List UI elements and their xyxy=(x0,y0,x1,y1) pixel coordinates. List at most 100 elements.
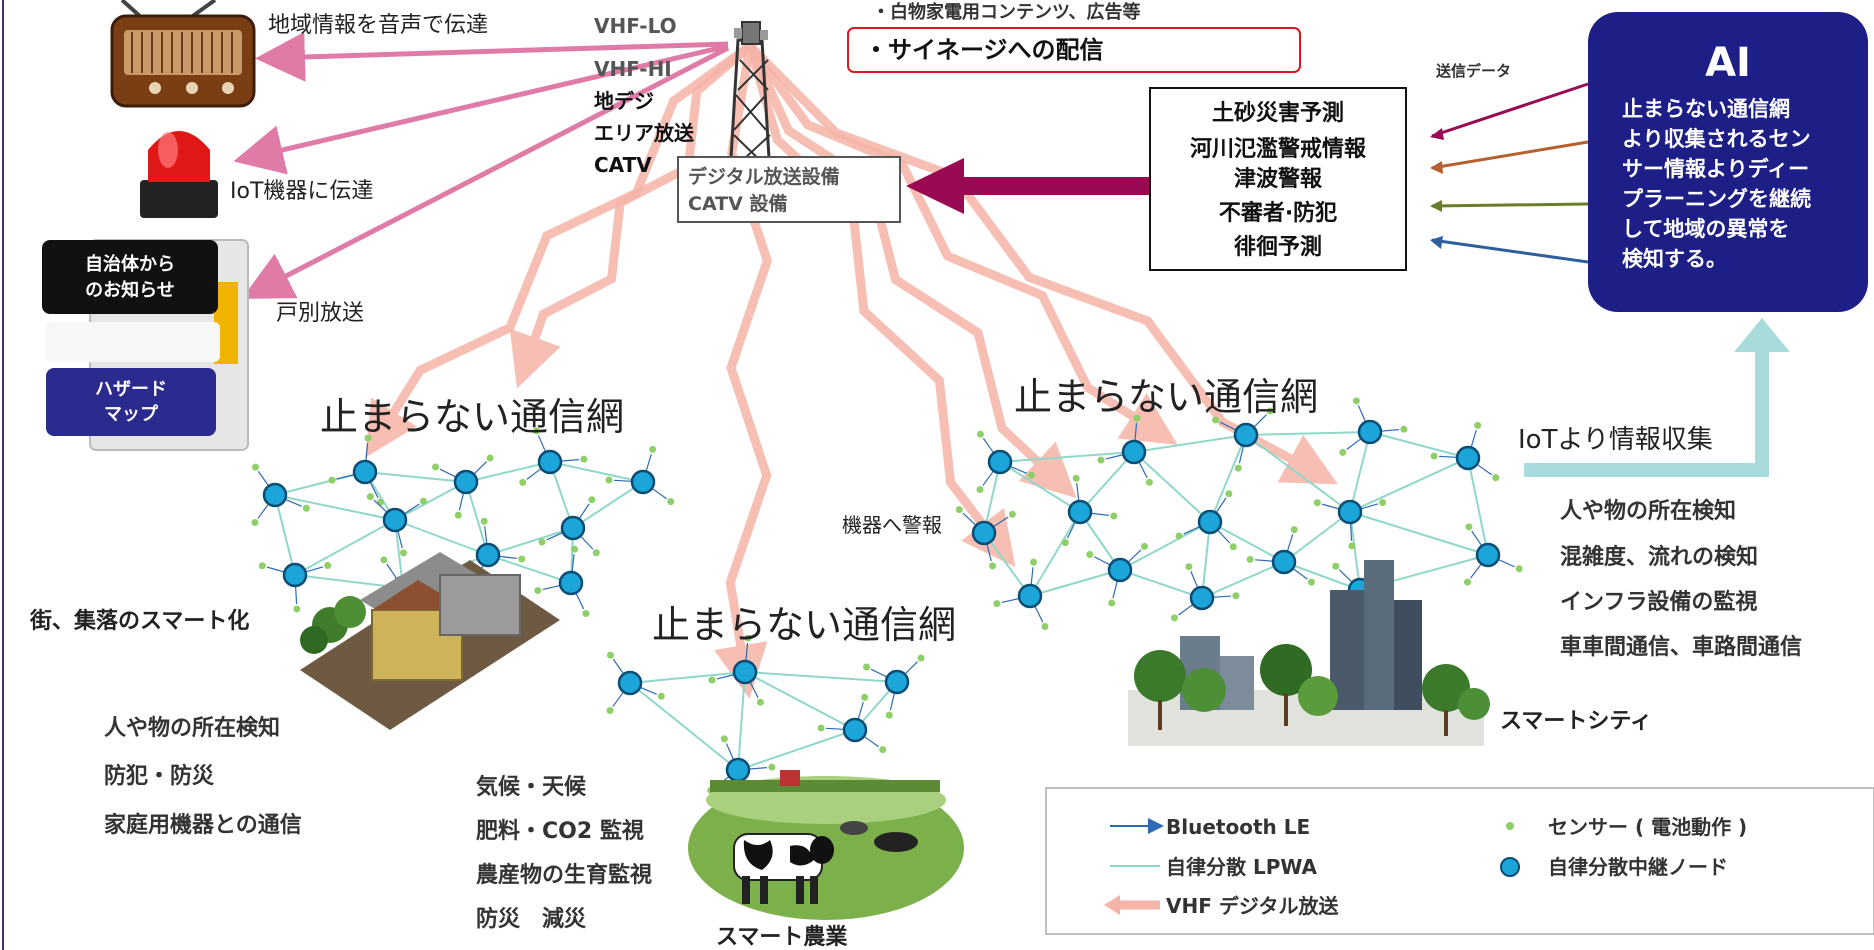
vhf-beam-5 xyxy=(509,42,753,389)
town-mesh-link xyxy=(394,481,467,521)
town-mesh-ble-link xyxy=(404,503,420,514)
farm-mesh-link xyxy=(629,682,739,771)
town-mesh-sensor xyxy=(519,478,527,486)
farm-mesh-ble-link xyxy=(716,674,734,680)
city-mesh-link xyxy=(1369,431,1469,459)
city-mesh-sensor xyxy=(993,600,1001,608)
city-mesh-ble-link xyxy=(1361,503,1379,510)
town-mesh-sensor xyxy=(366,493,374,501)
town-mesh-ble-link xyxy=(386,563,397,579)
farm-mesh-ble-link xyxy=(864,736,880,748)
city-mesh-ble-link xyxy=(1498,559,1515,568)
city-mesh-relay-node xyxy=(1271,549,1297,575)
city-mesh-relay-node xyxy=(1017,583,1043,609)
city-mesh-link xyxy=(1349,511,1361,591)
city-mesh-sensor xyxy=(955,506,963,514)
city-mesh-link xyxy=(1029,569,1121,597)
farm-mesh-ble-link xyxy=(612,692,624,707)
town-mesh-sensor xyxy=(251,518,259,526)
city-mesh-relay-node xyxy=(987,449,1013,475)
radio-icon xyxy=(110,0,256,108)
city-mesh-ble-link xyxy=(1217,530,1231,544)
city-mesh-sensor xyxy=(1072,474,1080,482)
town-mesh-ble-link xyxy=(369,482,379,499)
ai-body-4: して地域の異常を xyxy=(1622,217,1789,241)
city-mesh-ble-link xyxy=(1076,483,1080,501)
city-mesh-link xyxy=(1209,521,1285,563)
town-mesh-link xyxy=(274,494,296,576)
town-mesh-ble-link xyxy=(474,461,487,474)
town-use-0: 人や物の所在検知 xyxy=(104,715,280,741)
farm-use-2: 農産物の生育監視 xyxy=(476,862,652,888)
cow-icon xyxy=(733,833,834,904)
ai-body-1: より収集されるセン xyxy=(1622,127,1811,151)
hazard-map-badge: ハザード マップ xyxy=(46,368,216,436)
city-mesh-ble-link xyxy=(1105,454,1123,460)
farm-use-0: 気候・天候 xyxy=(476,774,587,800)
frequency-labels: VHF-LO VHF-HI 地デジ エリア放送 CATV xyxy=(594,14,695,177)
network-title-right: 止まらない通信網 xyxy=(1014,375,1318,419)
prediction-arrow xyxy=(906,158,1150,214)
prediction-4: 徘徊予測 xyxy=(1234,235,1322,260)
town-mesh-ble-link xyxy=(306,566,324,573)
city-mesh-sensor xyxy=(1266,407,1274,415)
town-mesh-sensor xyxy=(588,496,596,504)
farm-mesh-ble-link xyxy=(640,687,657,695)
city-mesh-ble-link xyxy=(1213,595,1231,598)
town-mesh-sensor xyxy=(454,511,462,519)
city-mesh-sensor xyxy=(1474,421,1482,429)
hazard-line1: ハザード xyxy=(95,379,167,400)
city-mesh-ble-link xyxy=(962,512,976,526)
town-mesh-link xyxy=(364,471,467,483)
city-mesh-ble-link xyxy=(1134,423,1138,441)
city-mesh-relay-node xyxy=(1189,585,1215,611)
city-use-0: 人や物の所在検知 xyxy=(1560,498,1736,524)
town-mesh-relay-node xyxy=(352,459,378,485)
city-mesh-ble-link xyxy=(993,516,1009,527)
city-mesh-relay-node xyxy=(1357,419,1383,445)
town-mesh-ble-link xyxy=(336,474,354,480)
town-mesh-ble-link xyxy=(373,499,387,513)
alert-label: 機器へ警報 xyxy=(842,513,942,537)
legend-relay: 自律分散中継ノード xyxy=(1548,855,1728,879)
city-mesh-ble-link xyxy=(1030,567,1034,585)
town-mesh-ble-link xyxy=(571,554,575,572)
city-mesh-link xyxy=(1209,434,1247,523)
city-mesh-ble-link xyxy=(1001,598,1019,604)
farm-mesh-sensor xyxy=(879,746,887,754)
city-mesh-sensor xyxy=(1110,512,1118,520)
freq-label-3: エリア放送 xyxy=(594,121,695,145)
city-mesh-sensor xyxy=(1290,526,1298,534)
town-mesh-ble-link xyxy=(645,454,652,471)
town-mesh-relay-node xyxy=(262,482,288,508)
city-mesh-link xyxy=(1201,521,1211,599)
freq-label-0: VHF-LO xyxy=(594,14,677,38)
city-mesh-ble-link xyxy=(1066,522,1076,539)
town-mesh-sensor xyxy=(571,545,579,553)
ai-title: AI xyxy=(1705,40,1751,86)
town-mesh-relay-node xyxy=(560,515,586,541)
city-mesh-ble-link xyxy=(1238,446,1244,464)
city-mesh-sensor xyxy=(1379,498,1387,506)
city-mesh-ble-link xyxy=(1357,405,1366,422)
town-mesh-link xyxy=(549,461,644,483)
city-mesh-ble-link xyxy=(1183,526,1200,535)
city-mesh-relay-node xyxy=(1107,557,1133,583)
city-mesh-ble-link xyxy=(1470,564,1482,579)
city-mesh-sensor xyxy=(1332,562,1340,570)
farm-mesh-sensor xyxy=(756,698,764,706)
town-mesh-sensor xyxy=(486,454,494,462)
city-mesh-link xyxy=(1119,521,1211,571)
town-mesh-ble-link xyxy=(537,435,546,452)
city-mesh-link xyxy=(1245,434,1351,513)
farm-mesh-sensor xyxy=(861,693,869,701)
farm-label: スマート農業 xyxy=(716,925,848,950)
town-illustration xyxy=(300,552,560,730)
town-mesh-link xyxy=(572,481,644,529)
city-mesh-sensor xyxy=(1041,623,1049,631)
city-mesh-sensor xyxy=(1175,532,1183,540)
farm-mesh-ble-link xyxy=(749,682,759,699)
farm-mesh-ble-link xyxy=(612,658,624,674)
city-mesh-relay-node xyxy=(971,520,997,546)
city-mesh-sensor xyxy=(1133,414,1141,422)
